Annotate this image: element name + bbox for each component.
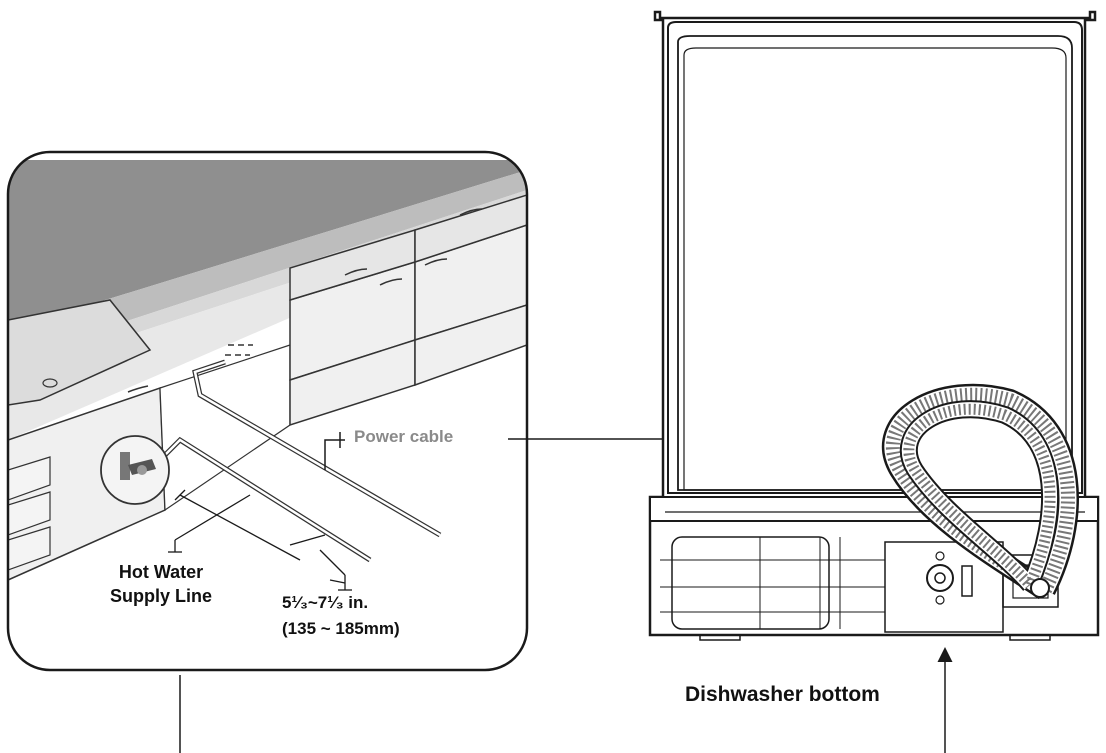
- sink: [8, 299, 152, 406]
- hot-water-label-line1: Hot Water: [118, 562, 204, 582]
- dishwasher-outer-frame: [648, 10, 1100, 637]
- right-cabinets: [289, 193, 527, 427]
- dishwasher-base-rail: [649, 496, 1099, 522]
- dishwasher-view: [648, 10, 1100, 641]
- kitchen-inset: [6, 150, 529, 672]
- dimension-lines: [168, 489, 352, 591]
- dishwasher-bottom-label: Dishwasher bottom: [685, 683, 880, 706]
- drain-hose-coil: [882, 383, 1079, 600]
- door-seal-inner: [677, 35, 1073, 491]
- door-seal-outer: [667, 21, 1083, 494]
- drawer-stack: [8, 456, 51, 571]
- dimension-mm-label: (135 ~ 185mm): [282, 619, 400, 638]
- power-cable-label: Power cable: [354, 427, 454, 446]
- valve-detail: [100, 435, 170, 505]
- inlet-valve: [926, 564, 954, 592]
- bottom-left-panel: [671, 536, 830, 630]
- hot-water-label-line2: Supply Line: [110, 586, 213, 606]
- inset-frame: [6, 150, 529, 672]
- dimension-label: 5¹⁄₃~7¹⁄₃ in. (135 ~ 185mm): [282, 590, 400, 642]
- dimension-inches-label: 5¹⁄₃~7¹⁄₃ in.: [282, 593, 369, 612]
- countertop-surface: [8, 160, 527, 330]
- hot-water-supply-label: Hot Water Supply Line: [110, 560, 212, 608]
